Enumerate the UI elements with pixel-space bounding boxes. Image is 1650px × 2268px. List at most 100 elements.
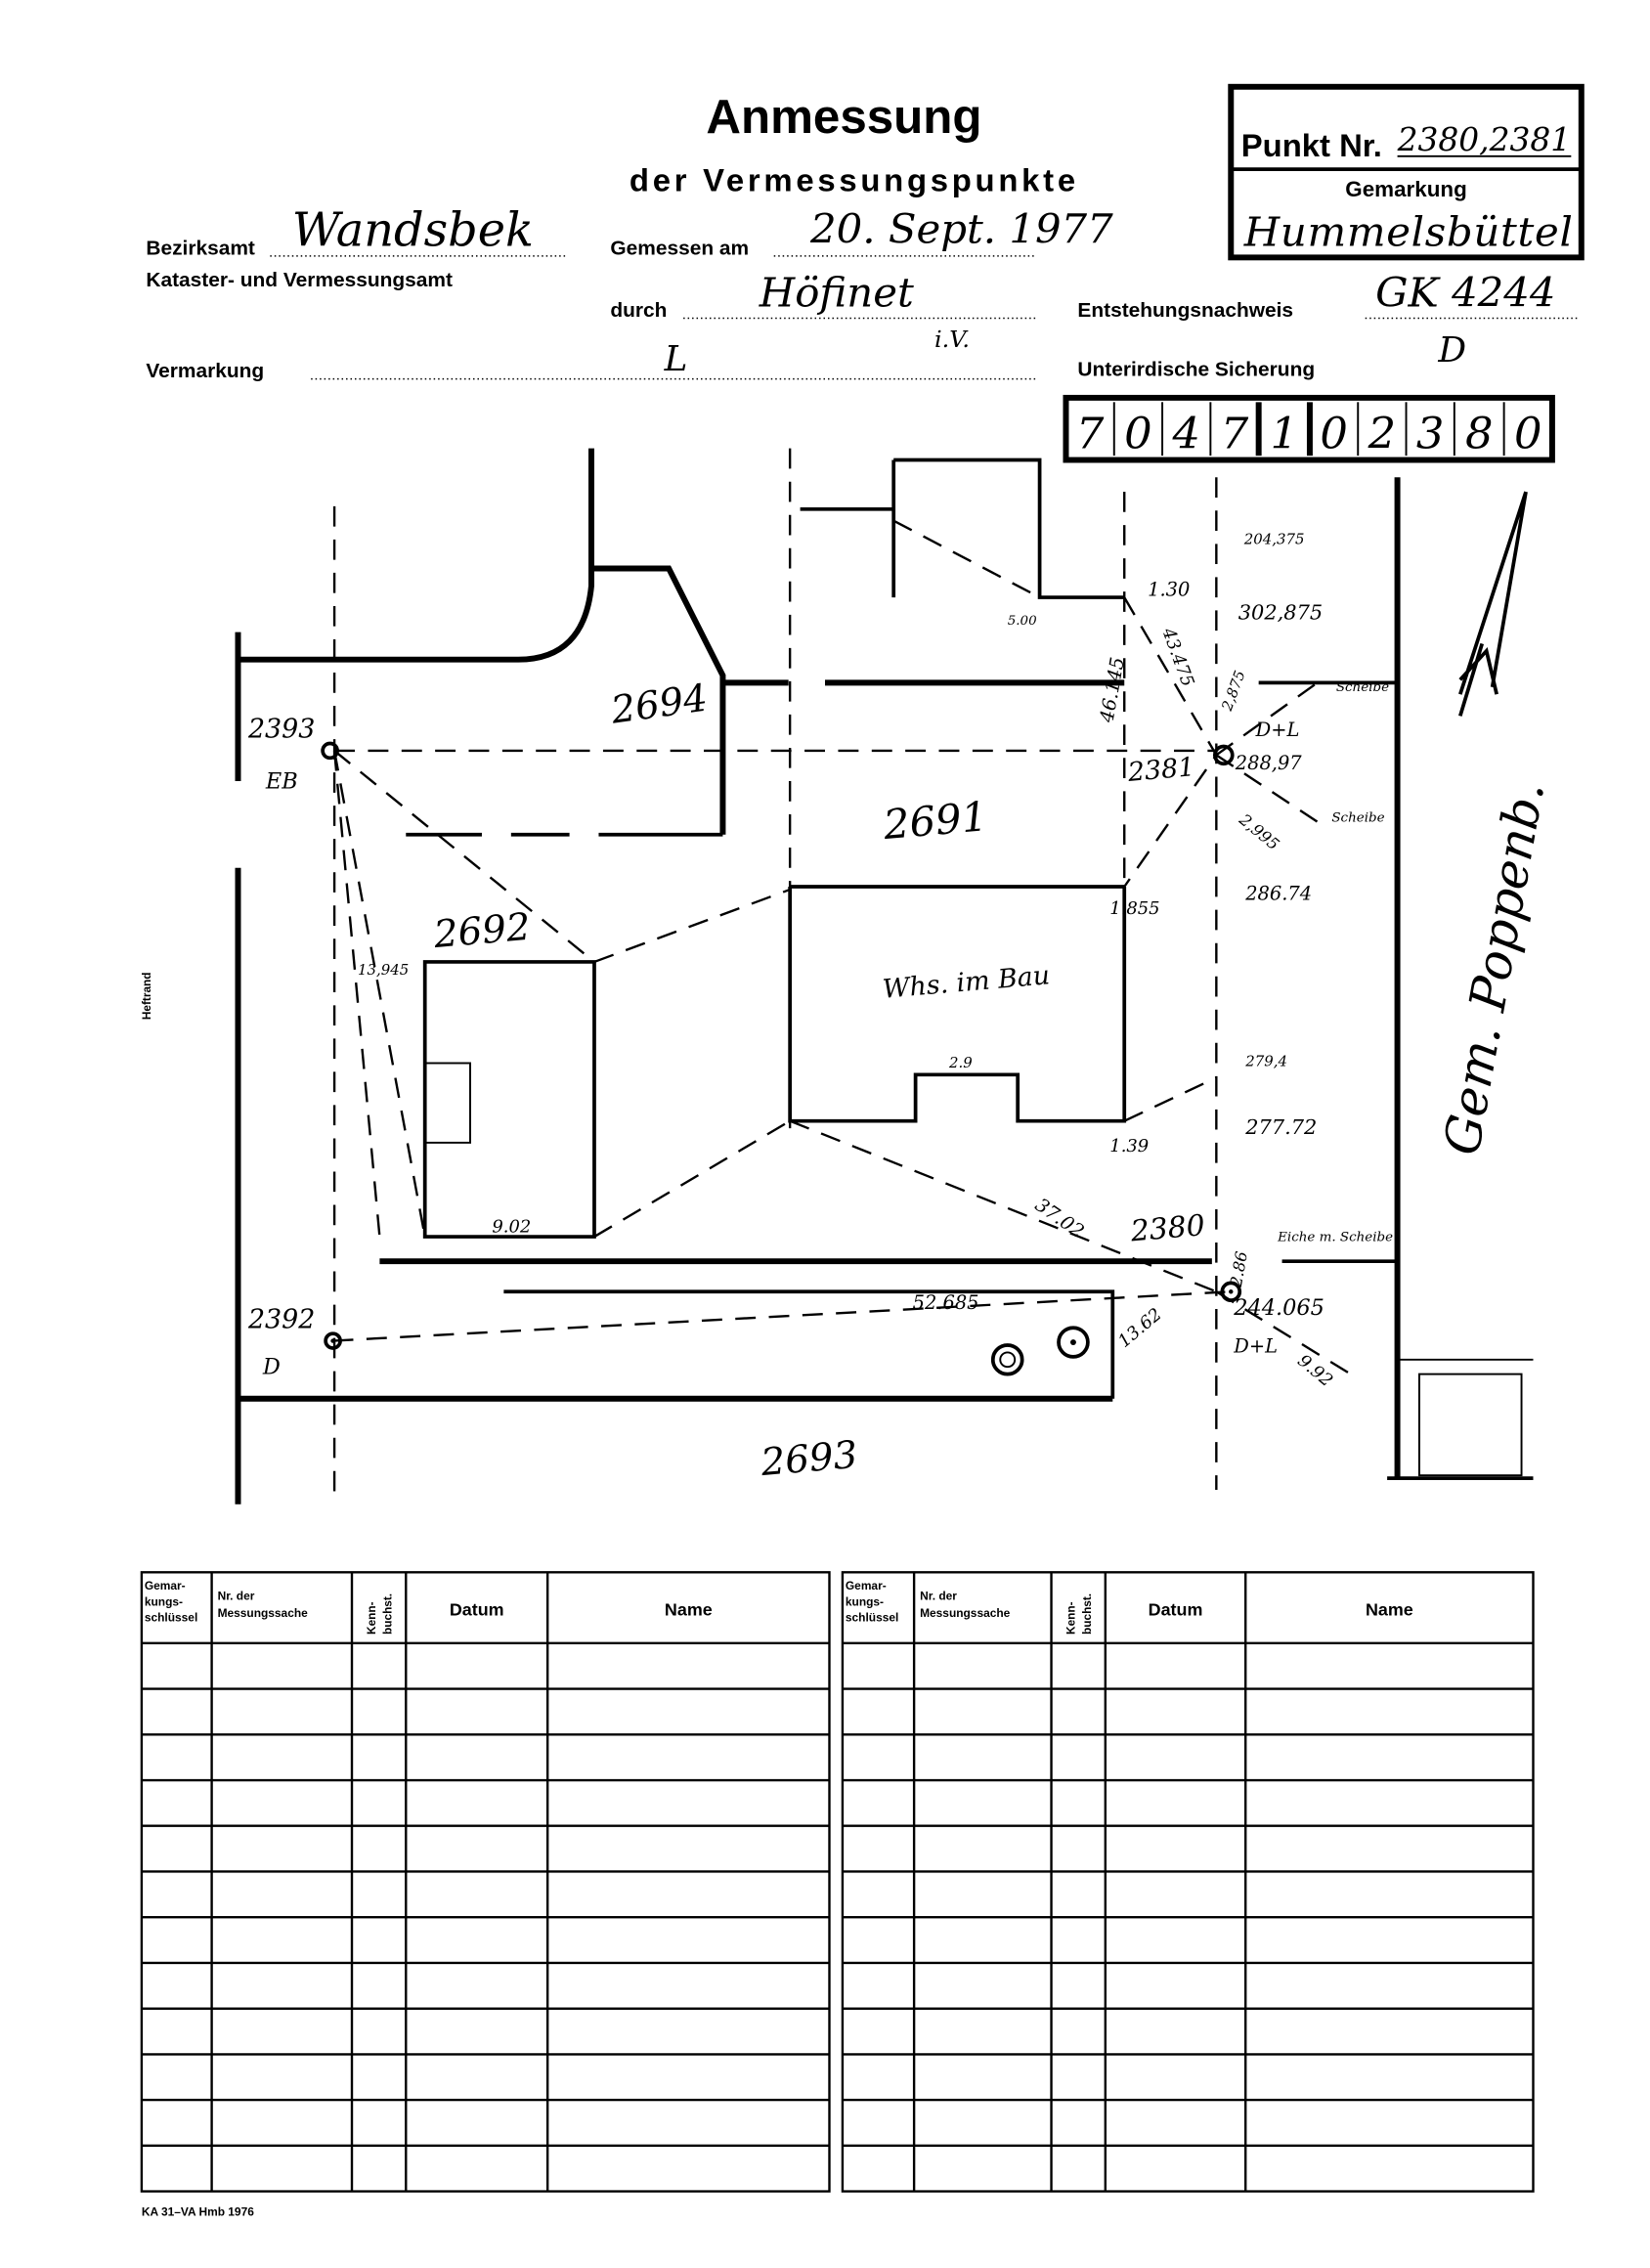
table-cell[interactable] [143,1690,210,1733]
table-cell[interactable] [1053,1827,1104,1870]
table-cell[interactable] [844,2056,912,2099]
table-cell[interactable] [354,1873,405,1916]
table-cell[interactable] [1247,2102,1532,2145]
table-cell[interactable] [549,1873,828,1916]
table-cell[interactable] [916,1873,1050,1916]
table-cell[interactable] [354,1919,405,1962]
table-cell[interactable] [408,1873,546,1916]
table-cell[interactable] [1053,2010,1104,2053]
table-cell[interactable] [1247,1781,1532,1824]
table-cell[interactable] [408,1690,546,1733]
table-cell[interactable] [143,1736,210,1779]
table-cell[interactable] [143,2056,210,2099]
table-cell[interactable] [549,1781,828,1824]
table-cell[interactable] [844,1827,912,1870]
table-cell[interactable] [1053,1873,1104,1916]
table-cell[interactable] [408,1736,546,1779]
table-cell[interactable] [1107,1644,1243,1687]
table-cell[interactable] [844,2102,912,2145]
table-cell[interactable] [916,2010,1050,2053]
table-cell[interactable] [213,1827,350,1870]
table-cell[interactable] [354,2102,405,2145]
table-cell[interactable] [143,2010,210,2053]
table-cell[interactable] [549,2056,828,2099]
table-cell[interactable] [844,2147,912,2190]
table-cell[interactable] [549,2010,828,2053]
table-cell[interactable] [354,1644,405,1687]
table-cell[interactable] [1247,2147,1532,2190]
table-cell[interactable] [213,1964,350,2007]
table-cell[interactable] [844,2010,912,2053]
table-cell[interactable] [213,1644,350,1687]
table-cell[interactable] [1107,1736,1243,1779]
table-cell[interactable] [549,2102,828,2145]
table-cell[interactable] [354,2056,405,2099]
table-cell[interactable] [408,2010,546,2053]
table-cell[interactable] [916,2102,1050,2145]
table-cell[interactable] [916,1919,1050,1962]
table-cell[interactable] [213,2010,350,2053]
table-cell[interactable] [1053,1644,1104,1687]
table-cell[interactable] [213,1781,350,1824]
table-cell[interactable] [916,1690,1050,1733]
table-cell[interactable] [549,1919,828,1962]
table-cell[interactable] [844,1690,912,1733]
table-cell[interactable] [1053,1690,1104,1733]
table-cell[interactable] [916,1781,1050,1824]
table-cell[interactable] [549,1827,828,1870]
table-cell[interactable] [1247,1736,1532,1779]
table-cell[interactable] [408,2056,546,2099]
table-cell[interactable] [1107,1827,1243,1870]
table-cell[interactable] [354,1690,405,1733]
table-cell[interactable] [1107,1964,1243,2007]
table-cell[interactable] [354,1964,405,2007]
table-cell[interactable] [1247,1964,1532,2007]
table-cell[interactable] [916,2147,1050,2190]
table-cell[interactable] [354,1736,405,1779]
table-cell[interactable] [1053,2147,1104,2190]
table-cell[interactable] [916,1736,1050,1779]
table-cell[interactable] [1247,1690,1532,1733]
table-cell[interactable] [1107,2147,1243,2190]
table-cell[interactable] [213,2102,350,2145]
table-cell[interactable] [1247,1919,1532,1962]
table-cell[interactable] [549,2147,828,2190]
table-cell[interactable] [213,2056,350,2099]
table-cell[interactable] [1247,1873,1532,1916]
table-cell[interactable] [143,1644,210,1687]
table-cell[interactable] [408,1781,546,1824]
table-cell[interactable] [143,1919,210,1962]
table-cell[interactable] [143,1827,210,1870]
table-cell[interactable] [1107,2010,1243,2053]
table-cell[interactable] [408,1827,546,1870]
table-cell[interactable] [408,1919,546,1962]
table-cell[interactable] [1247,1644,1532,1687]
table-cell[interactable] [143,1781,210,1824]
table-cell[interactable] [354,1827,405,1870]
table-cell[interactable] [354,1781,405,1824]
table-cell[interactable] [1107,1919,1243,1962]
table-cell[interactable] [549,1644,828,1687]
table-cell[interactable] [1247,1827,1532,1870]
table-cell[interactable] [1053,1781,1104,1824]
table-cell[interactable] [213,1690,350,1733]
table-cell[interactable] [213,1736,350,1779]
table-cell[interactable] [916,1964,1050,2007]
table-cell[interactable] [844,1919,912,1962]
table-cell[interactable] [143,1964,210,2007]
table-cell[interactable] [408,2102,546,2145]
table-cell[interactable] [1053,1919,1104,1962]
table-cell[interactable] [354,2010,405,2053]
table-cell[interactable] [844,1964,912,2007]
table-cell[interactable] [143,1873,210,1916]
table-cell[interactable] [549,1964,828,2007]
table-cell[interactable] [1107,2056,1243,2099]
table-cell[interactable] [844,1873,912,1916]
table-cell[interactable] [1247,2010,1532,2053]
table-cell[interactable] [408,1964,546,2007]
table-cell[interactable] [1053,2056,1104,2099]
table-cell[interactable] [354,2147,405,2190]
table-cell[interactable] [1053,2102,1104,2145]
table-cell[interactable] [1107,1781,1243,1824]
table-cell[interactable] [1247,2056,1532,2099]
